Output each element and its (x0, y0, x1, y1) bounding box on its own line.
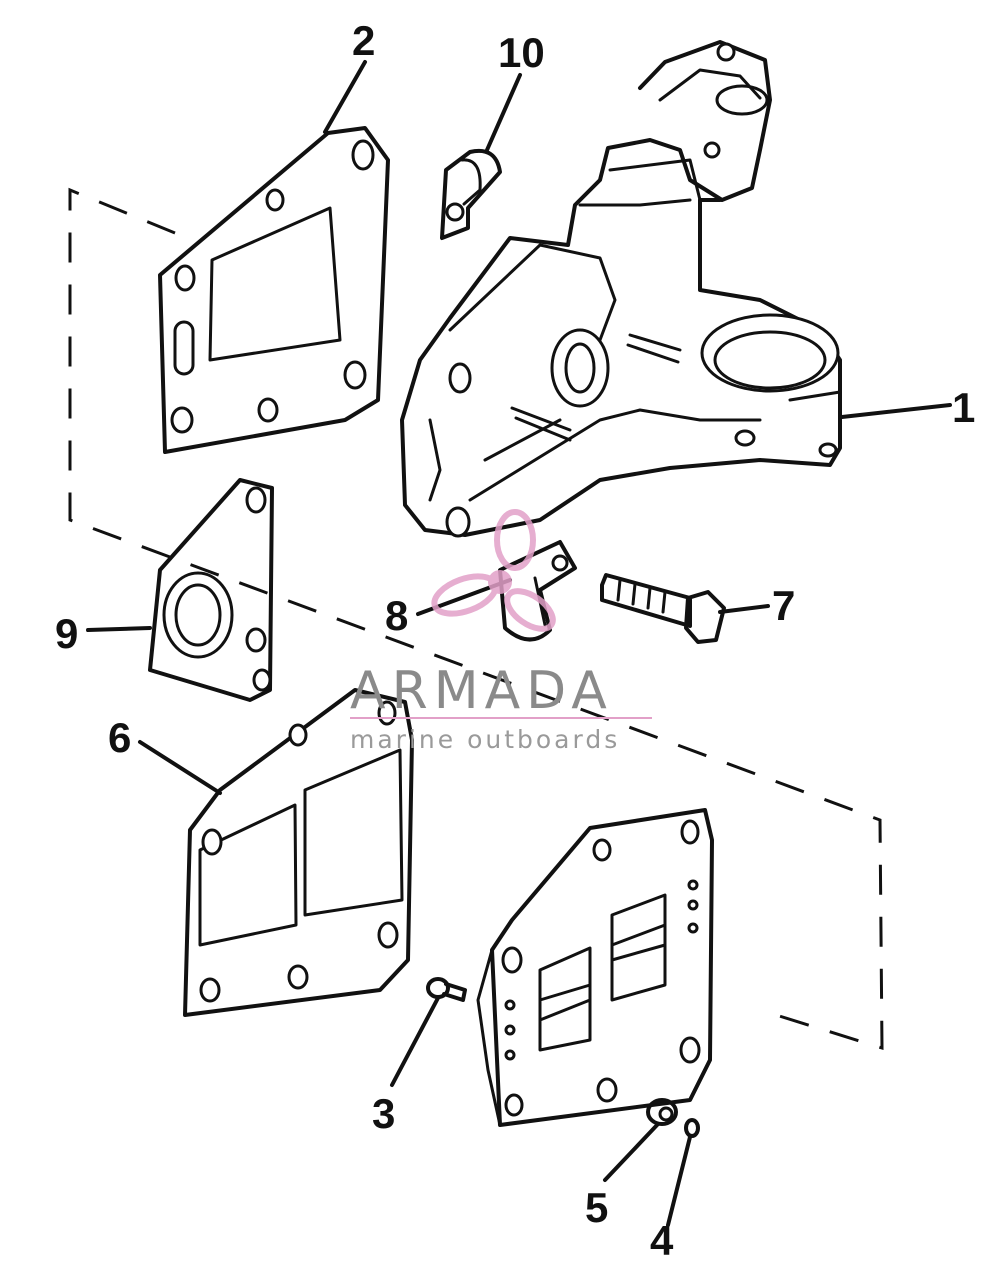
callout-1: 1 (952, 384, 975, 431)
part-5-spacer (646, 1098, 678, 1126)
watermark: ARMADA marine outboards (350, 509, 652, 754)
part-2-upper-gasket (158, 126, 390, 454)
callout-labels: 1 2 10 7 8 9 6 3 5 4 (55, 17, 975, 1264)
callout-4: 4 (650, 1217, 674, 1264)
part-1-adapter-housing (400, 40, 842, 538)
watermark-brand: ARMADA (350, 661, 613, 721)
callout-5: 5 (585, 1184, 608, 1231)
callout-10: 10 (498, 29, 545, 76)
part-4-washer (684, 1118, 700, 1138)
callout-3: 3 (372, 1090, 395, 1137)
callout-6: 6 (108, 714, 131, 761)
leader-lines (86, 60, 952, 1227)
watermark-tagline: marine outboards (350, 725, 620, 754)
reed-plate-assembly (476, 808, 714, 1127)
callout-8: 8 (385, 592, 408, 639)
callout-9: 9 (55, 610, 78, 657)
part-3-screw (426, 977, 467, 1002)
part-10-clip (440, 149, 502, 240)
propeller-logo-icon (431, 509, 556, 632)
part-9-small-cover (148, 478, 274, 702)
part-7-bolt (600, 573, 726, 644)
callout-7: 7 (772, 582, 795, 629)
part-6-lower-gasket (183, 688, 414, 1017)
callout-2: 2 (352, 17, 375, 64)
